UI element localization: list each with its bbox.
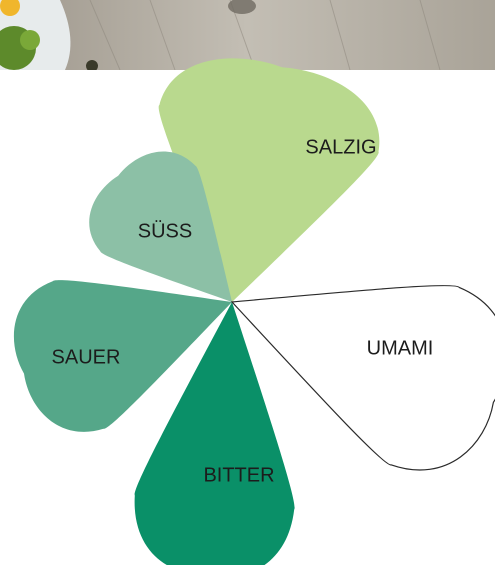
petal-umami-label: UMAMI (367, 337, 434, 359)
petal-bitter-shape (134, 302, 295, 565)
olive (86, 60, 98, 70)
petal-sauer: SAUER (13, 280, 232, 432)
petal-umami: UMAMI (230, 285, 495, 471)
petal-salzig-label: SALZIG (305, 136, 376, 158)
herb-garnish-2 (20, 30, 40, 50)
petal-bitter-label: BITTER (203, 464, 274, 486)
petal-suess: SÜSS (89, 151, 233, 302)
petal-umami-shape (230, 285, 495, 471)
petal-sauer-shape (13, 280, 232, 432)
cheese-piece (0, 0, 20, 16)
wood-knot (228, 0, 256, 14)
petal-bitter: BITTER (134, 302, 295, 565)
header-photo (0, 0, 495, 70)
petal-suess-label: SÜSS (138, 220, 192, 242)
petal-sauer-label: SAUER (52, 346, 121, 368)
petal-suess-shape (89, 151, 233, 302)
